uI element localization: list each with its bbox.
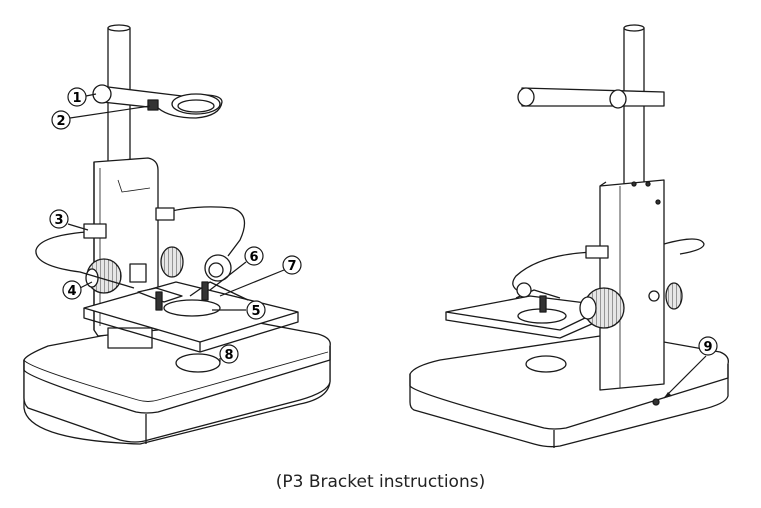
stand-back-view bbox=[409, 24, 729, 448]
callout-label-6: 6 bbox=[249, 250, 258, 265]
callout-label-3: 3 bbox=[54, 213, 63, 228]
callout-1: 1 bbox=[67, 87, 97, 107]
figure-caption: (P3 Bracket instructions) bbox=[275, 472, 486, 492]
callout-label-2: 2 bbox=[56, 114, 65, 129]
callout-8: 8 bbox=[219, 344, 239, 364]
focus-knob-back bbox=[579, 282, 683, 329]
callout-6: 6 bbox=[209, 246, 264, 291]
callout-label-1: 1 bbox=[72, 91, 81, 106]
clips-front bbox=[129, 263, 249, 311]
screw-hole-back bbox=[652, 398, 660, 406]
stand-front-view bbox=[23, 24, 331, 445]
base-hole-back bbox=[525, 355, 567, 373]
callout-9: 9 bbox=[663, 336, 718, 399]
callout-4: 4 bbox=[62, 280, 93, 300]
stage-plate-back bbox=[445, 289, 611, 339]
callout-2: 2 bbox=[51, 105, 151, 130]
led-light-back bbox=[512, 238, 705, 298]
stage-plate-front bbox=[83, 281, 299, 353]
callout-label-7: 7 bbox=[287, 259, 296, 274]
base-hole-front bbox=[175, 353, 221, 373]
callout-7: 7 bbox=[219, 255, 302, 297]
callout-5: 5 bbox=[212, 300, 266, 320]
holder-arm-front bbox=[92, 84, 223, 119]
callout-label-5: 5 bbox=[251, 304, 260, 319]
base-plate-back bbox=[409, 334, 729, 448]
slider-body-back bbox=[599, 179, 665, 391]
callout-3: 3 bbox=[49, 209, 89, 231]
focus-knob-front bbox=[85, 246, 184, 294]
callout-label-9: 9 bbox=[703, 340, 712, 355]
base-plate-front bbox=[23, 315, 331, 445]
led-light-front bbox=[35, 206, 246, 289]
callout-label-4: 4 bbox=[67, 284, 76, 299]
holder-arm-back bbox=[517, 87, 665, 109]
callout-label-8: 8 bbox=[224, 348, 233, 363]
